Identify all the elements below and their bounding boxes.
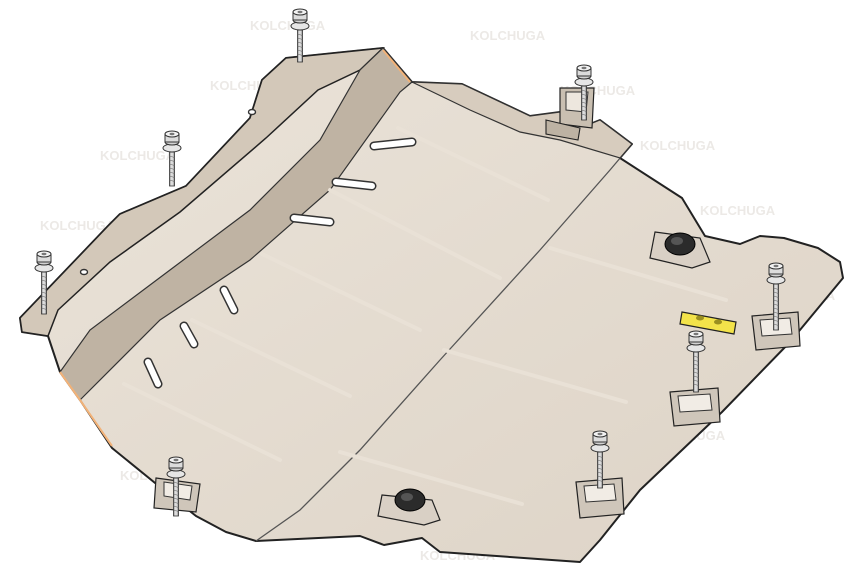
bolt-with-washer: [162, 130, 182, 187]
mount-hole: [247, 108, 257, 116]
bolt-with-washer: [686, 330, 706, 393]
left-edge-highlight: [59, 371, 113, 447]
cutout-inner: [333, 179, 375, 189]
bolt-with-washer: [290, 8, 310, 63]
ridge-edge-highlight: [382, 49, 411, 83]
slot-inner: [260, 252, 422, 332]
bolt-group: [34, 8, 786, 517]
bolt-with-washer: [34, 250, 54, 315]
cutout-inner: [291, 215, 333, 225]
hole-group: [79, 108, 257, 276]
mounting-bracket: [575, 477, 625, 519]
bolt-with-washer: [590, 430, 610, 489]
watermark-text: KOLCHUGA: [470, 28, 546, 43]
watermark-text: KOLCHUGA: [250, 18, 326, 33]
bolt-with-washer: [574, 64, 594, 121]
mounting-bracket: [751, 311, 801, 351]
slot-group: [122, 126, 728, 506]
yellow-spacer-plate: [679, 311, 737, 335]
slot-inner: [190, 318, 352, 398]
mount-hole: [79, 268, 89, 276]
rubber-plug: [649, 231, 711, 269]
watermark-text: KOLCHUGA: [640, 138, 716, 153]
rubber-plug: [377, 488, 441, 526]
watermark-text: KOLCHUGA: [700, 203, 776, 218]
watermark-text: KOLCHUGA: [40, 218, 116, 233]
slot-inner: [122, 382, 282, 462]
watermark-text: KOLCHUGA: [100, 148, 176, 163]
slot-inner: [396, 126, 550, 202]
slot-inner: [338, 450, 524, 506]
slot-inner: [328, 188, 502, 280]
cutout-inner: [221, 287, 237, 313]
cutout-inner: [371, 139, 415, 149]
mounting-bracket: [669, 387, 721, 427]
fold-line: [255, 143, 633, 542]
slot-inner: [442, 348, 628, 404]
slot-inner: [548, 246, 728, 302]
cutout-inner: [145, 359, 161, 387]
bolt-with-washer: [766, 262, 786, 331]
bolt-with-washer: [166, 456, 186, 517]
cutout-inner: [181, 323, 197, 347]
